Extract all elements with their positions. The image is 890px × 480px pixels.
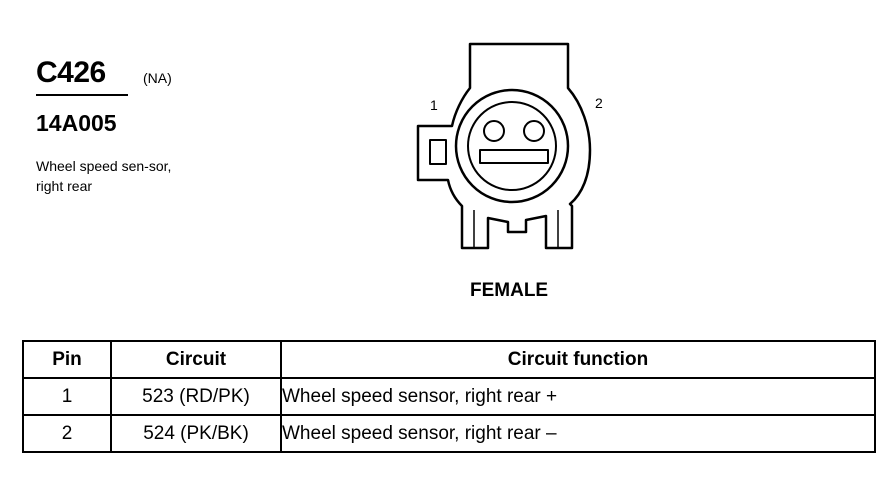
connector-face-rim [454,88,570,204]
connector-id: C426 [36,56,106,89]
connector-housing-outline [416,42,592,250]
header-circuit: Circuit [110,340,282,379]
connector-description: Wheel speed sen-sor, right rear [36,158,172,194]
connector-gender-label: FEMALE [470,280,549,301]
part-number: 14A005 [36,110,117,136]
cell-circuit: 523 (RD/PK) [110,377,282,416]
table-header-row: Pin Circuit Circuit function [22,340,876,379]
cell-pin: 2 [22,414,112,453]
cell-circuit: 524 (PK/BK) [110,414,282,453]
pin-label-2: 2 [595,95,603,111]
market-code: (NA) [143,70,172,86]
pin-cavity-1 [483,120,505,142]
header-pin: Pin [22,340,112,379]
pin-cavity-2 [523,120,545,142]
header-circuit-function: Circuit function [280,340,876,379]
table-row: 2 524 (PK/BK) Wheel speed sensor, right … [22,414,876,453]
cell-circuit-function: Wheel speed sensor, right rear + [280,377,876,416]
housing-inner-ledge [429,139,447,165]
connector-id-underline [36,94,128,96]
polarization-key-slot [479,149,549,164]
pinout-table: Pin Circuit Circuit function 1 523 (RD/P… [22,340,876,453]
connector-face-inner [467,101,557,191]
table-row: 1 523 (RD/PK) Wheel speed sensor, right … [22,377,876,416]
cell-circuit-function: Wheel speed sensor, right rear – [280,414,876,453]
cell-pin: 1 [22,377,112,416]
pin-label-1: 1 [430,97,438,113]
